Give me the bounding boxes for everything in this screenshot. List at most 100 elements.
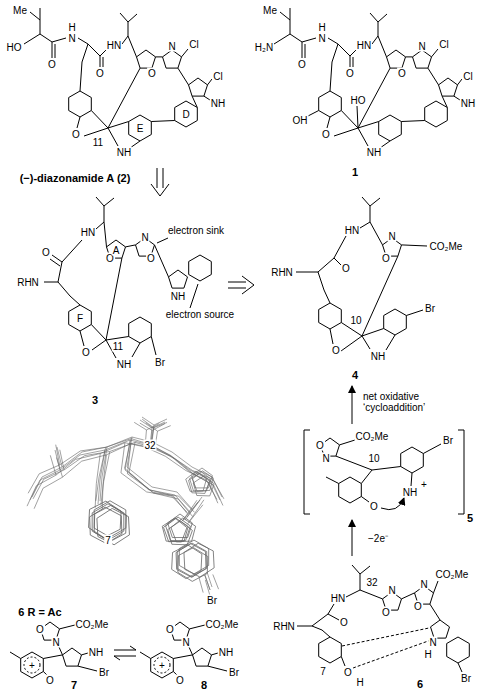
atom-label: N <box>387 231 396 242</box>
atom-label: HN <box>106 40 122 51</box>
retro-arrow <box>228 276 254 294</box>
annotation: electron source <box>165 309 235 320</box>
atom-label: Me <box>12 5 28 16</box>
bond-lines <box>308 106 358 128</box>
atom-label: RHN <box>270 267 294 278</box>
atom-label: RHN <box>272 621 296 632</box>
atom-label: HN <box>80 227 96 238</box>
atom-label: O <box>146 253 156 264</box>
atom-label: N <box>140 232 149 243</box>
atom-label: NH <box>116 147 132 158</box>
atom-label: NH <box>460 98 476 109</box>
locant-label: 10 <box>349 315 362 326</box>
atom-label: HN <box>330 593 346 604</box>
atom-label: O <box>95 68 105 79</box>
locant-label: 11 <box>92 137 104 148</box>
atom-label: Cl <box>438 39 449 50</box>
atom-label: NH <box>366 147 382 158</box>
locant-label: D <box>181 109 190 120</box>
locant-label: 11 <box>112 341 124 352</box>
reaction-arrow <box>352 520 353 556</box>
atom-label: Cl <box>188 39 199 50</box>
locant-label: F <box>76 313 84 324</box>
compound-number: 4 <box>351 369 359 381</box>
atom-label: N <box>321 453 330 464</box>
atom-label: OH <box>292 115 309 126</box>
atom-label: NH <box>210 98 226 109</box>
atom-label: NH <box>402 487 418 498</box>
atom-label: O <box>331 345 341 356</box>
atom-label: NH <box>116 359 132 370</box>
atom-label: RHN <box>16 277 40 288</box>
atom-label: HN <box>356 40 372 51</box>
atom-label: N <box>51 637 60 648</box>
atom-label: Br <box>98 667 110 678</box>
atom-label: H <box>67 22 76 33</box>
atom-label: NH <box>370 351 386 362</box>
atom-label: HN <box>344 225 360 236</box>
atom-label: + <box>420 479 428 490</box>
atom-label: Br <box>154 357 166 368</box>
atom-label: HO <box>6 42 23 53</box>
compound-7-structure <box>10 622 97 678</box>
atom-label: O <box>315 440 325 451</box>
atom-label: H <box>355 677 364 688</box>
atom-label: CO₂Me <box>435 569 470 580</box>
atom-label: Br <box>228 667 240 678</box>
compound-6-structure <box>297 565 469 672</box>
retro-arrow <box>151 168 169 196</box>
compound-4-structure <box>296 197 427 351</box>
atom-label: O <box>381 607 391 618</box>
atom-label: HO <box>350 95 367 106</box>
atom-label: NH <box>218 647 234 658</box>
atom-label: CO₂Me <box>205 619 240 630</box>
locant-label: 7 <box>104 535 112 546</box>
atom-label: NH <box>170 291 186 302</box>
atom-label: H <box>317 22 326 33</box>
atom-label: CO₂Me <box>429 241 464 252</box>
compound-number: 5 <box>466 512 474 524</box>
atom-label: N <box>181 637 190 648</box>
compound-number: 6 R = Ac <box>17 606 62 618</box>
atom-label: O <box>343 667 353 678</box>
atom-label: CO₂Me <box>355 431 390 442</box>
atom-label: N <box>417 41 426 52</box>
atom-label: Cl <box>462 71 473 82</box>
atom-label: O <box>45 675 55 686</box>
compound-2-structure <box>24 8 212 148</box>
compound-number: (−)-diazonamide A (2) <box>19 172 132 184</box>
atom-label: N <box>419 579 428 590</box>
compound-8-structure <box>140 622 227 678</box>
atom-label: NH <box>88 647 104 658</box>
locant-label: 7 <box>319 666 327 677</box>
atom-label: O <box>71 129 81 140</box>
compound-number: 7 <box>70 679 78 691</box>
compound-number: 6 <box>416 678 424 690</box>
atom-label: Br <box>206 595 218 606</box>
atom-label: N <box>67 33 76 44</box>
atom-label: O <box>345 68 355 79</box>
locant-label: E <box>136 123 145 134</box>
atom-label: O <box>341 263 351 274</box>
atom-label: N <box>167 41 176 52</box>
compound-number: 1 <box>351 166 359 178</box>
atom-label: + <box>158 660 166 671</box>
compound-1-structure <box>274 8 462 148</box>
compound-number: 8 <box>200 679 208 691</box>
atom-label: Cl <box>212 71 223 82</box>
atom-label: H <box>423 649 432 660</box>
reaction-arrow <box>352 386 353 424</box>
annotation: electron sink <box>167 225 225 236</box>
atom-label: Br <box>460 673 472 684</box>
locant-label: 32 <box>365 577 378 588</box>
equilibrium-arrows <box>114 646 136 660</box>
atom-label: + <box>28 660 36 671</box>
locant-label: 32 <box>143 440 156 451</box>
atom-label: O <box>397 68 407 79</box>
annotation: −2e⁻ <box>367 533 389 544</box>
atom-label: O <box>165 624 175 635</box>
atom-label: O <box>413 601 423 612</box>
atom-label: N <box>428 637 437 648</box>
